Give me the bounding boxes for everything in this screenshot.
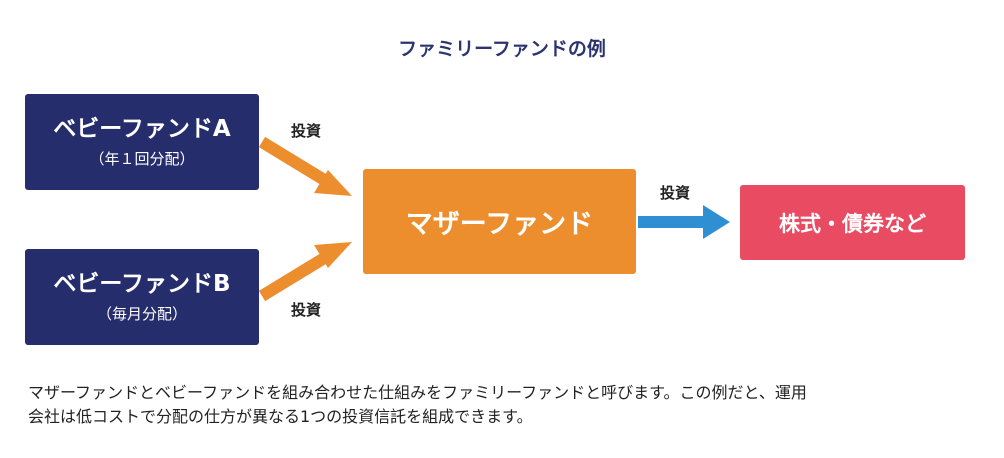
target-assets-name: 株式・債券など [779, 211, 926, 236]
caption-line-1: マザーファンドとベビーファンドを組み合わせた仕組みをファミリーファンドと呼びます… [28, 383, 807, 402]
arrow-a-to-mother [258, 136, 352, 196]
baby-fund-b-name: ベビーファンドB [53, 271, 231, 297]
arrow-b-to-mother [258, 242, 352, 302]
baby-fund-b-box: ベビーファンドB （毎月分配） [25, 249, 259, 345]
invest-label-c: 投資 [660, 184, 691, 202]
target-assets-box: 株式・債券など [740, 185, 965, 260]
mother-fund-box: マザーファンド [363, 169, 636, 274]
arrow-mother-to-target [638, 205, 730, 239]
invest-label-a: 投資 [291, 122, 322, 140]
caption-text: マザーファンドとベビーファンドを組み合わせた仕組みをファミリーファンドと呼びます… [28, 381, 978, 429]
baby-fund-a-name: ベビーファンドA [53, 116, 231, 142]
invest-label-b: 投資 [291, 301, 322, 319]
mother-fund-name: マザーファンド [405, 209, 594, 240]
diagram-title: ファミリーファンドの例 [398, 38, 606, 60]
baby-fund-b-sub: （毎月分配） [96, 305, 187, 323]
caption-line-2: 会社は低コストで分配の仕方が異なる1つの投資信託を組成できます。 [28, 407, 533, 426]
baby-fund-a-sub: （年１回分配） [89, 150, 195, 168]
baby-fund-a-box: ベビーファンドA （年１回分配） [25, 94, 259, 190]
